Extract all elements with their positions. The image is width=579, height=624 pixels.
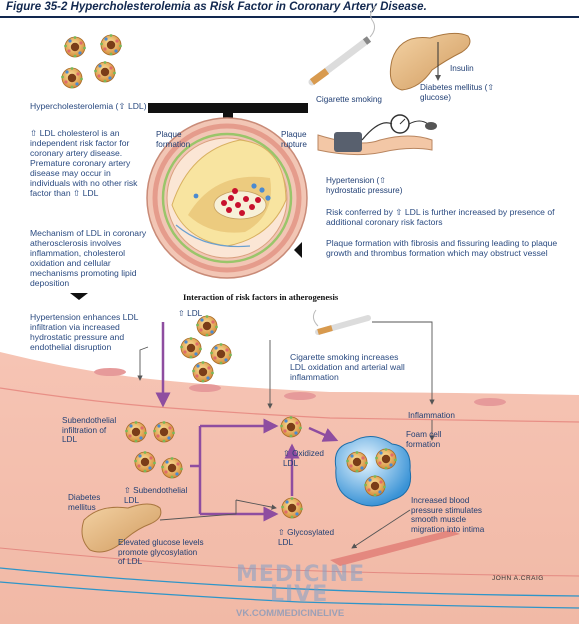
tissue-background <box>0 352 579 624</box>
label-insulin: Insulin <box>450 64 474 73</box>
ldl-cluster-blood <box>179 314 233 383</box>
label-plaque-formation: Plaque formation <box>156 130 191 149</box>
pancreas-top <box>389 32 471 91</box>
title-rule <box>0 16 579 18</box>
watermark-medicine: MEDICINE <box>236 562 366 587</box>
label-up-ldl: ⇧ LDL <box>178 309 203 318</box>
label-hypertension-top: Hypertension (⇧ hydrostatic pressure) <box>326 176 403 195</box>
pancreas-bottom <box>81 503 162 553</box>
artery-cross-section <box>146 117 308 279</box>
watermark-url: VK.COM/MEDICINELIVE <box>236 608 345 619</box>
figure-title: Figure 35-2 Hypercholesterolemia as Risk… <box>6 1 427 13</box>
label-diabetes-bottom: Diabetes mellitus <box>68 493 101 512</box>
text-plaque-fibrosis: Plaque formation with fibrosis and fissu… <box>326 238 558 258</box>
label-subendothelial-infiltration: Subendothelial infiltration of LDL <box>62 416 117 444</box>
label-subendothelial-ldl: ⇧ Subendothelial LDL <box>124 486 188 505</box>
artist-signature: JOHN A.CRAIG <box>492 575 544 582</box>
ldl-cluster-top <box>60 33 123 89</box>
cigarette-bottom <box>312 309 371 335</box>
text-blood-pressure: Increased blood pressure stimulates smoo… <box>411 496 485 534</box>
arm-bp-cuff <box>317 114 437 156</box>
pointer-right-top <box>294 242 302 258</box>
text-ldl-independent-risk: ⇧ LDL cholesterol is an independent risk… <box>30 128 138 198</box>
process-arrows <box>137 321 435 549</box>
label-glycosylated-ldl: ⇧ Glycosylated LDL <box>278 528 335 547</box>
subtitle-interaction: Interaction of risk factors in atherogen… <box>183 292 339 302</box>
cigarette-top <box>308 5 377 86</box>
label-oxidized-ldl: ⇧ Oxidized LDL <box>283 449 324 468</box>
label-inflammation: Inflammation <box>408 411 455 420</box>
watermark-live: LIVE <box>270 582 329 607</box>
pointer-down-left <box>70 293 88 300</box>
text-ldl-mechanism: Mechanism of LDL in coronary atheroscler… <box>30 228 147 288</box>
label-elevated-glucose: Elevated glucose levels promote glycosyl… <box>118 538 204 566</box>
foam-cell <box>334 436 412 507</box>
text-risk-increased: Risk conferred by ⇧ LDL is further incre… <box>326 207 555 227</box>
label-diabetes-top: Diabetes mellitus (⇧ glucose) <box>420 83 495 102</box>
label-cigarette-smoking-top: Cigarette smoking <box>316 95 382 104</box>
text-hypertension-enhances: Hypertension enhances LDL infiltration v… <box>30 312 139 352</box>
label-hypercholesterolemia: Hypercholesterolemia (⇧ LDL) <box>30 101 147 111</box>
label-foam-cell: Foam cell formation <box>406 430 442 449</box>
text-smoking-increases: Cigarette smoking increases LDL oxidatio… <box>290 352 405 382</box>
label-plaque-rupture: Plaque rupture <box>281 130 307 149</box>
